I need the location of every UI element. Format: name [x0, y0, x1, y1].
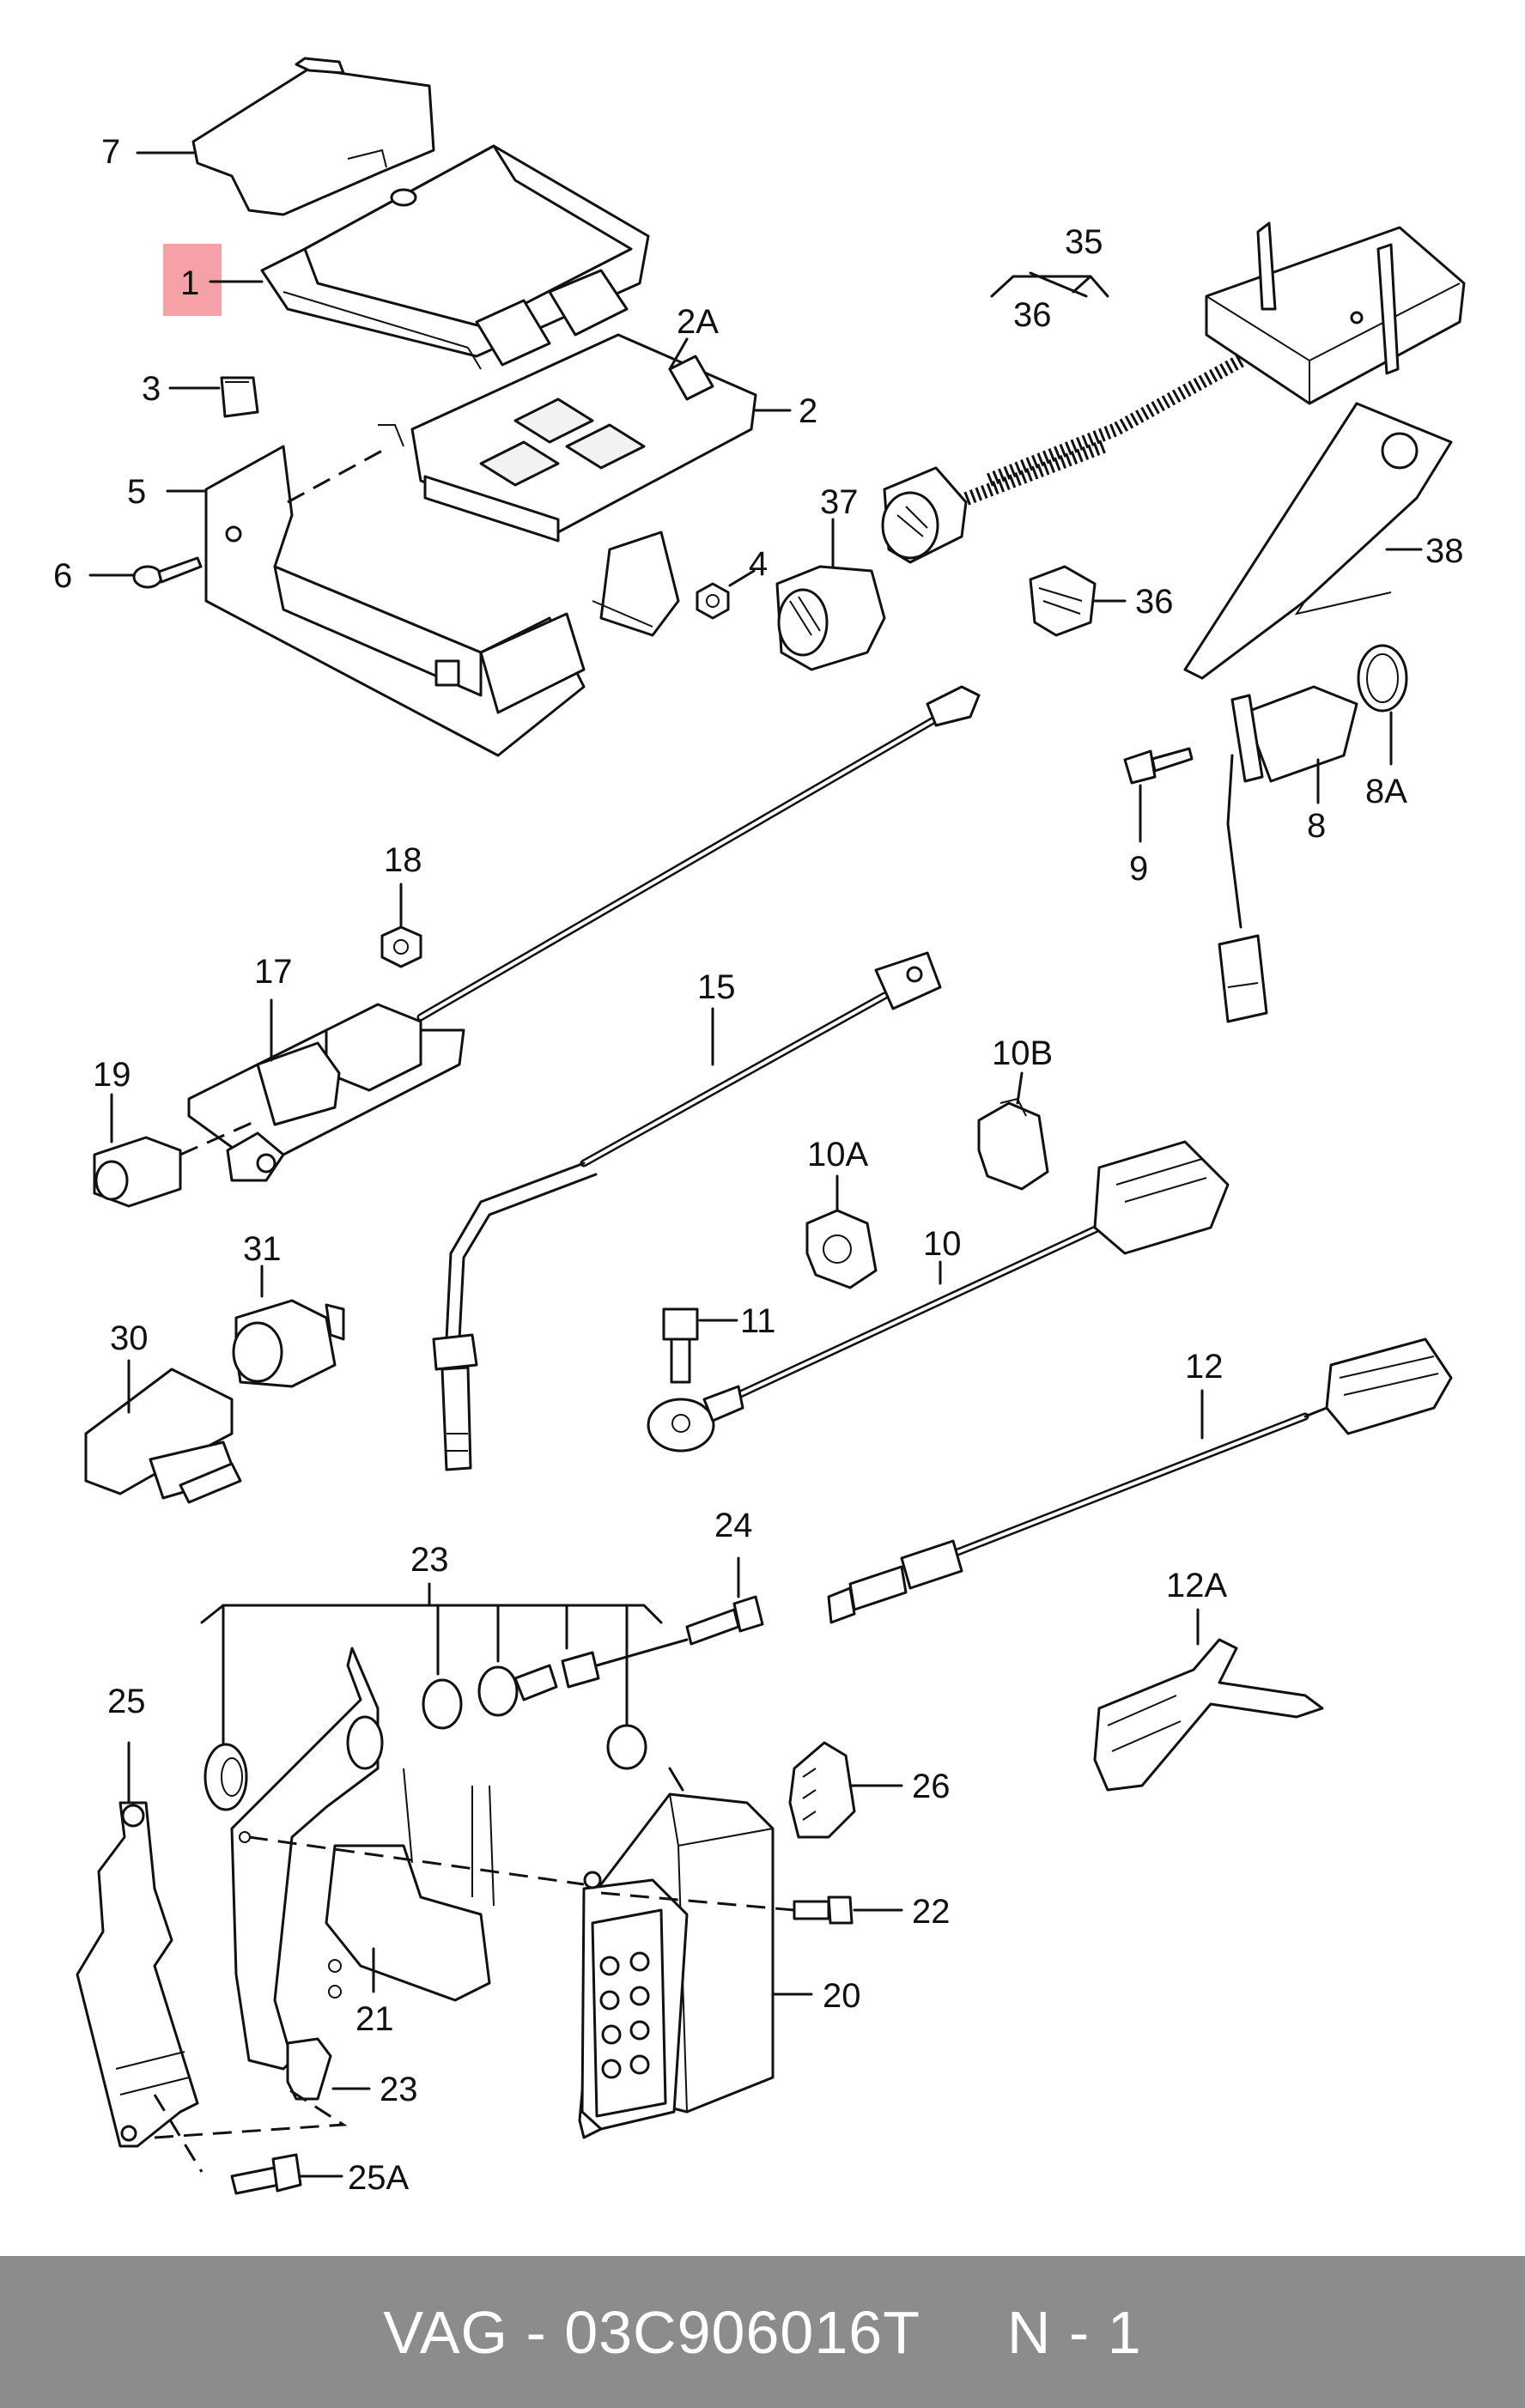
callout-20: 20 — [823, 1977, 861, 2015]
part-38-shield — [1183, 402, 1453, 680]
dashed-25 — [153, 2084, 348, 2173]
part-20-relay-box — [578, 1767, 775, 2139]
part-35-module — [1205, 221, 1466, 405]
part-36-harness — [881, 354, 1244, 564]
callout-25: 25 — [107, 1683, 146, 1720]
leader-10B — [1016, 1071, 1024, 1105]
callout-35: 35 — [1065, 223, 1103, 261]
callout-10A: 10A — [807, 1136, 868, 1174]
part-10A-clip — [805, 1209, 878, 1289]
part-18-nut — [380, 925, 422, 968]
part-12-lambda-probe — [827, 1337, 1453, 1624]
callout-25A: 25A — [348, 2159, 409, 2197]
callout-4: 4 — [749, 545, 768, 583]
part-36-clip — [1029, 565, 1097, 637]
callout-31: 31 — [243, 1230, 282, 1268]
part-15-temp-sensor — [432, 951, 942, 1471]
callout-23b: 23 — [380, 2071, 418, 2108]
callout-17: 17 — [254, 953, 293, 991]
callout-19: 19 — [93, 1056, 131, 1094]
callout-10B: 10B — [992, 1034, 1053, 1072]
bracket-23 — [200, 1604, 663, 1624]
callout-2: 2 — [799, 392, 817, 430]
part-23-bushings — [204, 1638, 689, 1811]
callout-3: 3 — [142, 370, 161, 408]
dashed-19-17 — [179, 1119, 258, 1156]
part-7-cover — [191, 57, 435, 216]
bracket-35 — [990, 275, 1109, 298]
part-10B-clip — [977, 1097, 1049, 1191]
dashed-21-20 — [248, 1835, 585, 1886]
part-21-bracket — [230, 1647, 495, 2071]
leader-2A — [668, 337, 689, 371]
callout-2A: 2A — [677, 303, 719, 341]
dashed-22-20 — [600, 1891, 795, 1912]
part-26-connector — [788, 1741, 856, 1839]
part-23-pin — [286, 2037, 332, 2101]
part-11-bolt — [662, 1307, 699, 1384]
callout-6: 6 — [53, 557, 72, 595]
callout-1: 1 — [180, 264, 199, 302]
part-4-nut — [696, 582, 730, 620]
part-25-bracket — [76, 1801, 199, 2148]
callout-8A: 8A — [1365, 773, 1407, 810]
part-12A-bracket — [1093, 1638, 1324, 1792]
callout-12A: 12A — [1166, 1567, 1227, 1604]
part-2-bracket — [378, 333, 757, 637]
callout-22: 22 — [912, 1893, 951, 1931]
part-1-control-unit — [260, 144, 650, 370]
part-25A-bolt — [230, 2153, 302, 2195]
callout-38: 38 — [1425, 532, 1464, 570]
callout-15: 15 — [697, 968, 736, 1006]
part-6-screw — [132, 556, 203, 589]
callout-36a: 36 — [1013, 296, 1052, 334]
callout-30: 30 — [110, 1319, 149, 1357]
part-10-knock-sensor — [647, 1140, 1230, 1453]
leader-4 — [728, 569, 756, 587]
part-8-sensor — [1218, 685, 1358, 1023]
callout-23a: 23 — [410, 1541, 449, 1579]
part-8A-o-ring — [1357, 644, 1408, 713]
part-19-connector — [93, 1136, 182, 1208]
part-22-bolt — [793, 1895, 854, 1925]
callout-5: 5 — [127, 473, 146, 511]
leaders-23-group — [222, 1604, 629, 1744]
part-30-pressure-sensor — [84, 1368, 242, 1504]
highlight-box — [163, 244, 222, 316]
part-9-bolt — [1123, 747, 1194, 785]
callout-37: 37 — [820, 483, 859, 521]
callout-7: 7 — [101, 133, 120, 171]
callout-36b: 36 — [1135, 583, 1174, 621]
callout-21: 21 — [355, 2000, 394, 2038]
callout-26: 26 — [912, 1768, 951, 1805]
dashed-5-2 — [287, 449, 383, 504]
part-24-bolt — [685, 1595, 764, 1646]
callout-8: 8 — [1307, 807, 1326, 845]
part-number-footer: VAG - 03C906016T N - 1 — [0, 2256, 1525, 2408]
callout-9: 9 — [1129, 850, 1148, 888]
part-37-connector — [775, 565, 886, 671]
parts-diagram: 7 1 3 2 2A 5 — [53, 57, 1466, 2197]
part-3-clip — [220, 376, 259, 418]
callout-11: 11 — [740, 1302, 776, 1340]
callout-12: 12 — [1185, 1348, 1224, 1386]
leader-35 — [1029, 271, 1092, 298]
part-5-housing — [204, 445, 586, 757]
callout-10: 10 — [923, 1225, 962, 1263]
footer-text: VAG - 03C906016T N - 1 — [383, 2298, 1142, 2366]
callout-24: 24 — [714, 1507, 753, 1544]
callout-18: 18 — [384, 841, 422, 879]
part-17-sensor-unit — [187, 685, 981, 1182]
part-31-connector — [232, 1299, 345, 1388]
